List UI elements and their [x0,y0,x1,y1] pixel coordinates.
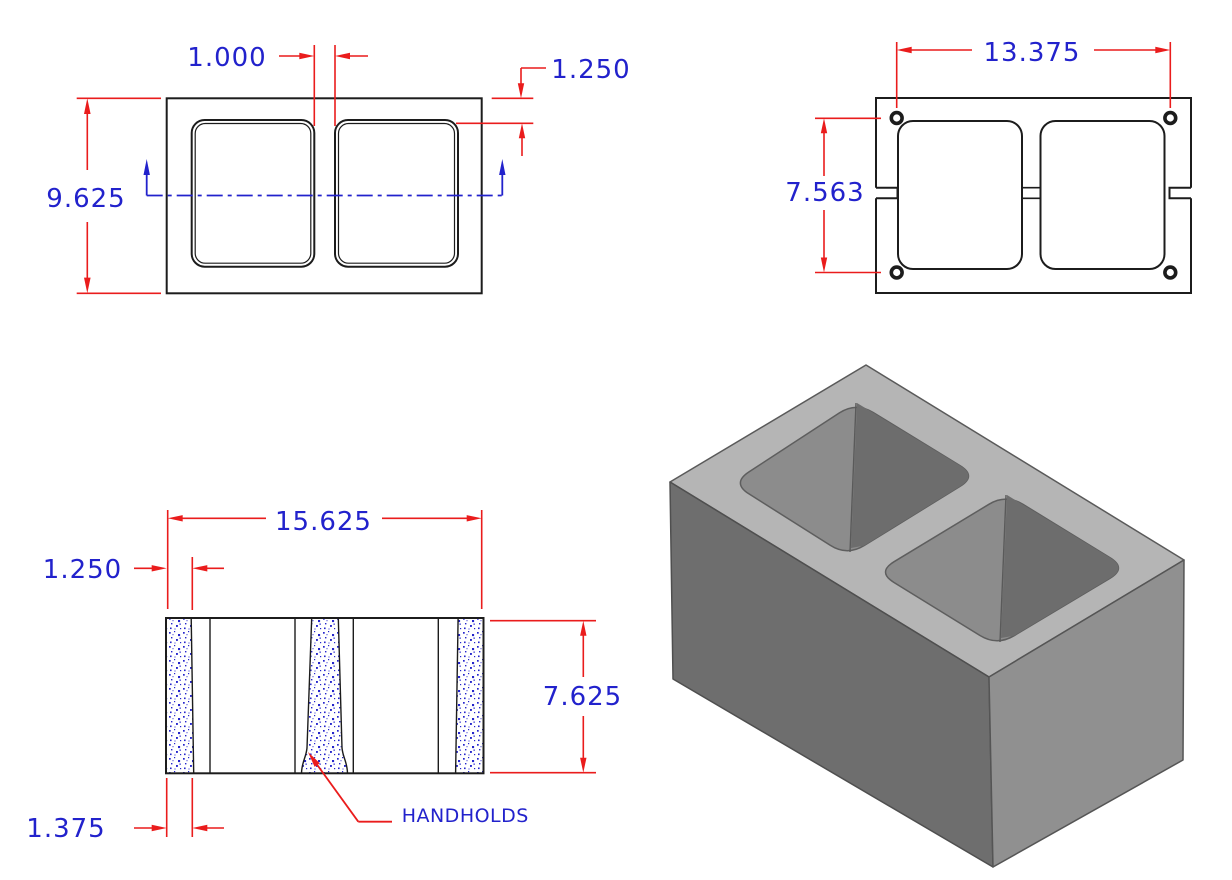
right-core-outline [1039,120,1166,270]
arrowhead [299,52,315,60]
pin-hole [889,110,904,126]
iso-right-core-shadow [1001,495,1119,638]
handholds-label: HANDHOLDS [402,805,529,827]
dim-text-1000: 1.000 [187,43,266,73]
arrowhead [167,515,183,522]
pin-hole [1163,110,1178,126]
iso-right-core-taper-edge [999,494,1007,643]
arrowhead [466,515,482,522]
block-outline [165,617,485,775]
iso-right-face [988,559,1185,868]
arrowhead [896,46,912,54]
dim-1250b-lines [134,557,224,610]
dim-text-1250-front: 1.250 [43,555,122,585]
arrowhead [517,83,525,99]
center-web-stipple [301,618,348,774]
web-recess-lines [1022,186,1041,200]
core-taper-edges [190,617,459,774]
arrowhead [151,824,167,832]
bottom-view: 13.375 7.563 [785,38,1192,294]
dim-text-13375: 13.375 [984,38,1081,68]
dim-1000-lines [279,45,368,126]
section-arrowhead-left [143,159,150,175]
leader-arrowhead [308,752,320,767]
iso-left-core-taper-edge [849,402,857,553]
left-core-outline [190,119,316,268]
dim-7625-lines [490,619,596,774]
dim-9625-lines [76,97,161,295]
isometric-view [669,364,1185,868]
arrowhead [518,123,526,139]
dim-1375-lines [134,778,224,837]
arrowhead [84,277,91,294]
dim-15625-lines [166,510,483,609]
dim-13375-lines [895,42,1172,108]
dim-text-7563: 7.563 [785,178,864,208]
arrowhead [820,118,828,134]
left-core-taper-line [194,122,312,264]
handholds-leader [314,761,392,823]
top-section-view: 9.625 1.000 1.250 [46,43,630,295]
dim-text-7625: 7.625 [543,682,622,712]
right-core-outline [334,119,459,268]
arrowhead [84,98,91,114]
block-outline [875,97,1192,294]
left-shell-stipple [166,618,194,774]
section-centerline [145,173,504,197]
right-core-taper-line [337,122,456,264]
right-shell-stipple [455,618,484,774]
pin-hole [1163,265,1178,280]
dim-7563-lines [815,117,881,274]
dim-text-1250-top: 1.250 [551,55,630,85]
arrowhead [335,52,350,60]
section-stipple [166,618,484,774]
dim-1250-lines [456,67,546,156]
dim-text-9625: 9.625 [46,184,125,214]
arrowhead [151,565,167,572]
dim-text-1375: 1.375 [26,814,105,844]
core-corner-lines [209,618,439,774]
arrowhead [820,257,828,273]
pin-hole [889,265,904,280]
dim-text-15625: 15.625 [275,507,372,537]
arrowhead [580,620,587,636]
arrowhead [580,757,587,773]
left-core-outline [897,120,1023,270]
arrowhead [192,565,208,572]
arrowhead [192,824,208,832]
arrowhead [1155,46,1171,54]
iso-left-core-shadow [851,403,969,548]
section-arrowhead-right [499,159,506,175]
front-section-view: 15.625 1.250 7.625 1.375 [26,507,622,844]
corner-holes [889,110,1178,280]
